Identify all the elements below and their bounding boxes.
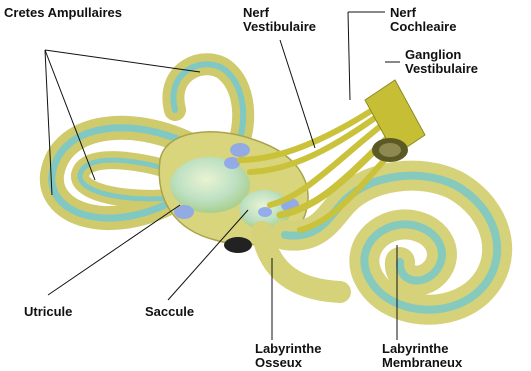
label-nerf-cochleaire: Nerf Cochleaire [390,6,456,34]
round-window [224,237,252,253]
label-labyrinthe-osseux: Labyrinthe Osseux [255,342,321,370]
label-saccule: Saccule [145,305,194,319]
label-cretes-ampullaires: Cretes Ampullaires [4,6,122,20]
label-nerf-vestibulaire: Nerf Vestibulaire [243,6,316,34]
label-ganglion-vestibulaire: Ganglion Vestibulaire [405,48,478,76]
label-labyrinthe-membraneux: Labyrinthe Membraneux [382,342,462,370]
label-utricule: Utricule [24,305,72,319]
